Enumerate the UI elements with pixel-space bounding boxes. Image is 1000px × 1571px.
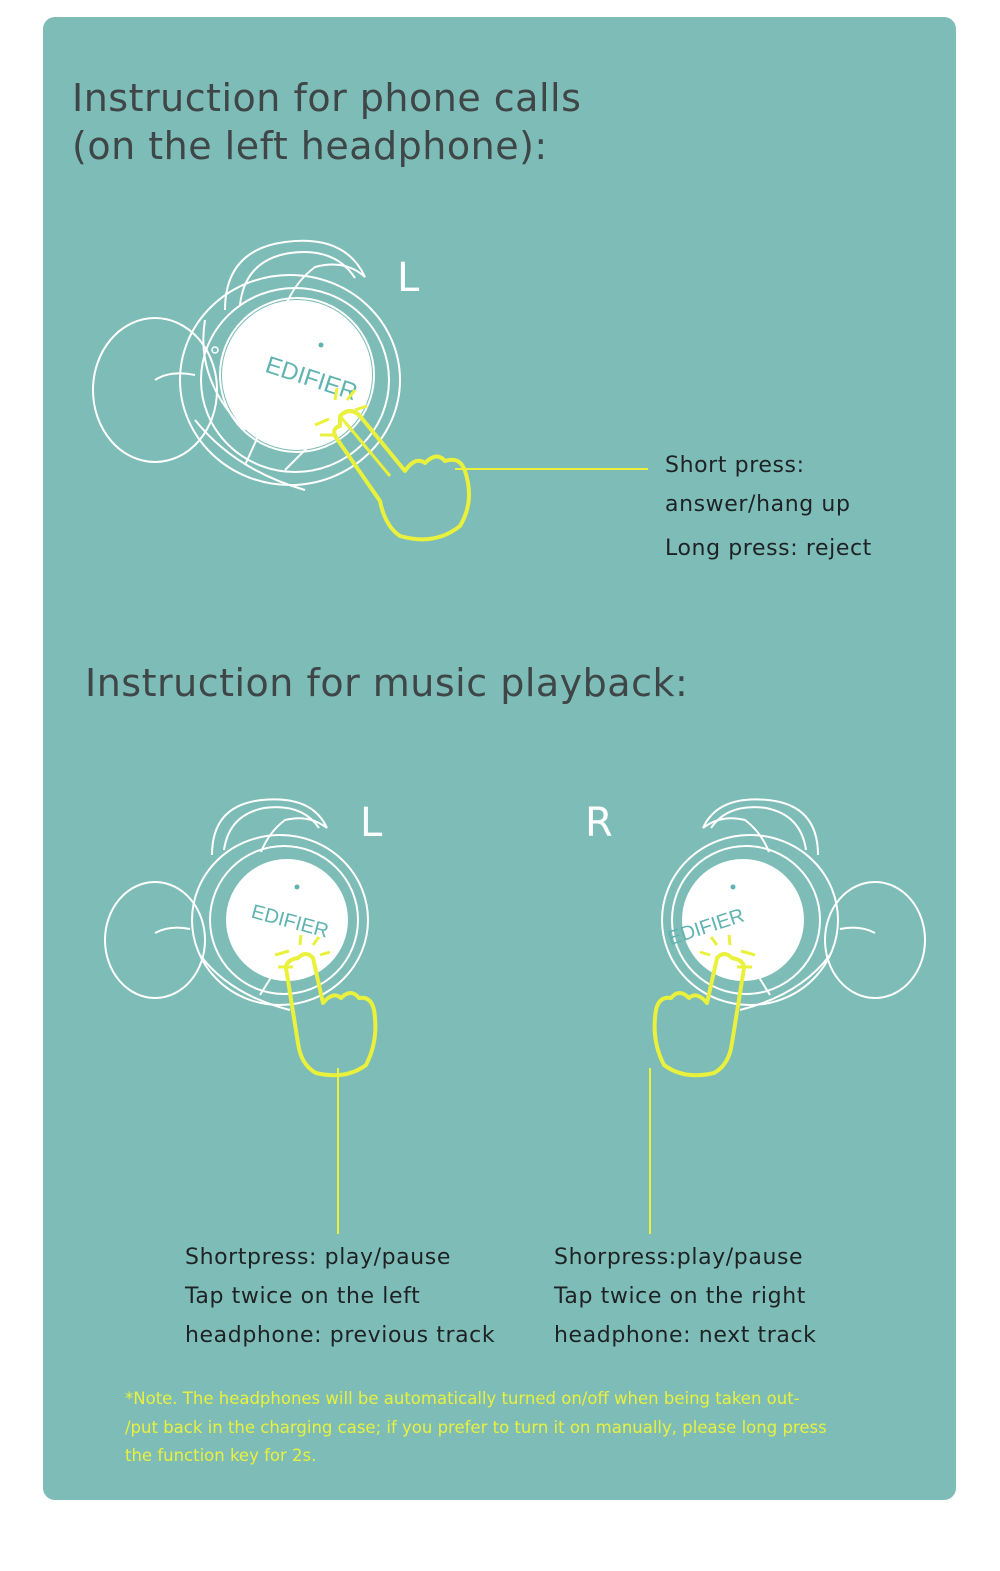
- calls-desc-line: answer/hang up: [665, 492, 851, 517]
- calls-desc-line: Long press: reject: [665, 536, 872, 561]
- music-left-description: Shortpress: play/pause Tap twice on the …: [185, 1238, 495, 1355]
- music-right-earbud-icon: EDIFIER: [652, 798, 926, 1078]
- music-right-description: Shorpress:play/pause Tap twice on the ri…: [554, 1238, 817, 1355]
- music-title: Instruction for music playback:: [85, 661, 689, 705]
- music-left-earbud-icon: EDIFIER: [104, 798, 378, 1078]
- calls-side-label: L: [397, 255, 420, 301]
- instruction-card: [43, 17, 956, 1500]
- music-right-desc-line: Shorpress:play/pause: [554, 1245, 804, 1270]
- music-right-side-label: R: [585, 800, 613, 846]
- calls-title-line2: (on the left headphone):: [72, 124, 548, 168]
- music-left-desc-line: Tap twice on the left: [185, 1284, 421, 1309]
- calls-description: Short press: answer/hang up Long press: …: [665, 446, 872, 568]
- music-right-desc-line: Tap twice on the right: [554, 1284, 806, 1309]
- music-left-desc-line: Shortpress: play/pause: [185, 1245, 452, 1270]
- footnote-line: /put back in the charging case; if you p…: [125, 1417, 827, 1437]
- footnote-line: *Note. The headphones will be automatica…: [125, 1389, 800, 1408]
- calls-connector-line: [455, 468, 648, 470]
- music-right-connector-line: [649, 1068, 651, 1234]
- calls-desc-line: Short press:: [665, 453, 805, 478]
- footnote-line: the function key for 2s.: [125, 1446, 317, 1465]
- left-earbud-icon: EDIFIER: [92, 239, 471, 542]
- music-left-connector-line: [337, 1068, 339, 1234]
- music-right-desc-line: headphone: next track: [554, 1323, 817, 1348]
- calls-title-line1: Instruction for phone calls: [72, 76, 582, 120]
- footnote: *Note. The headphones will be automatica…: [125, 1385, 895, 1471]
- music-left-side-label: L: [360, 800, 383, 846]
- music-left-desc-line: headphone: previous track: [185, 1323, 496, 1348]
- calls-title: Instruction for phone calls (on the left…: [72, 74, 581, 170]
